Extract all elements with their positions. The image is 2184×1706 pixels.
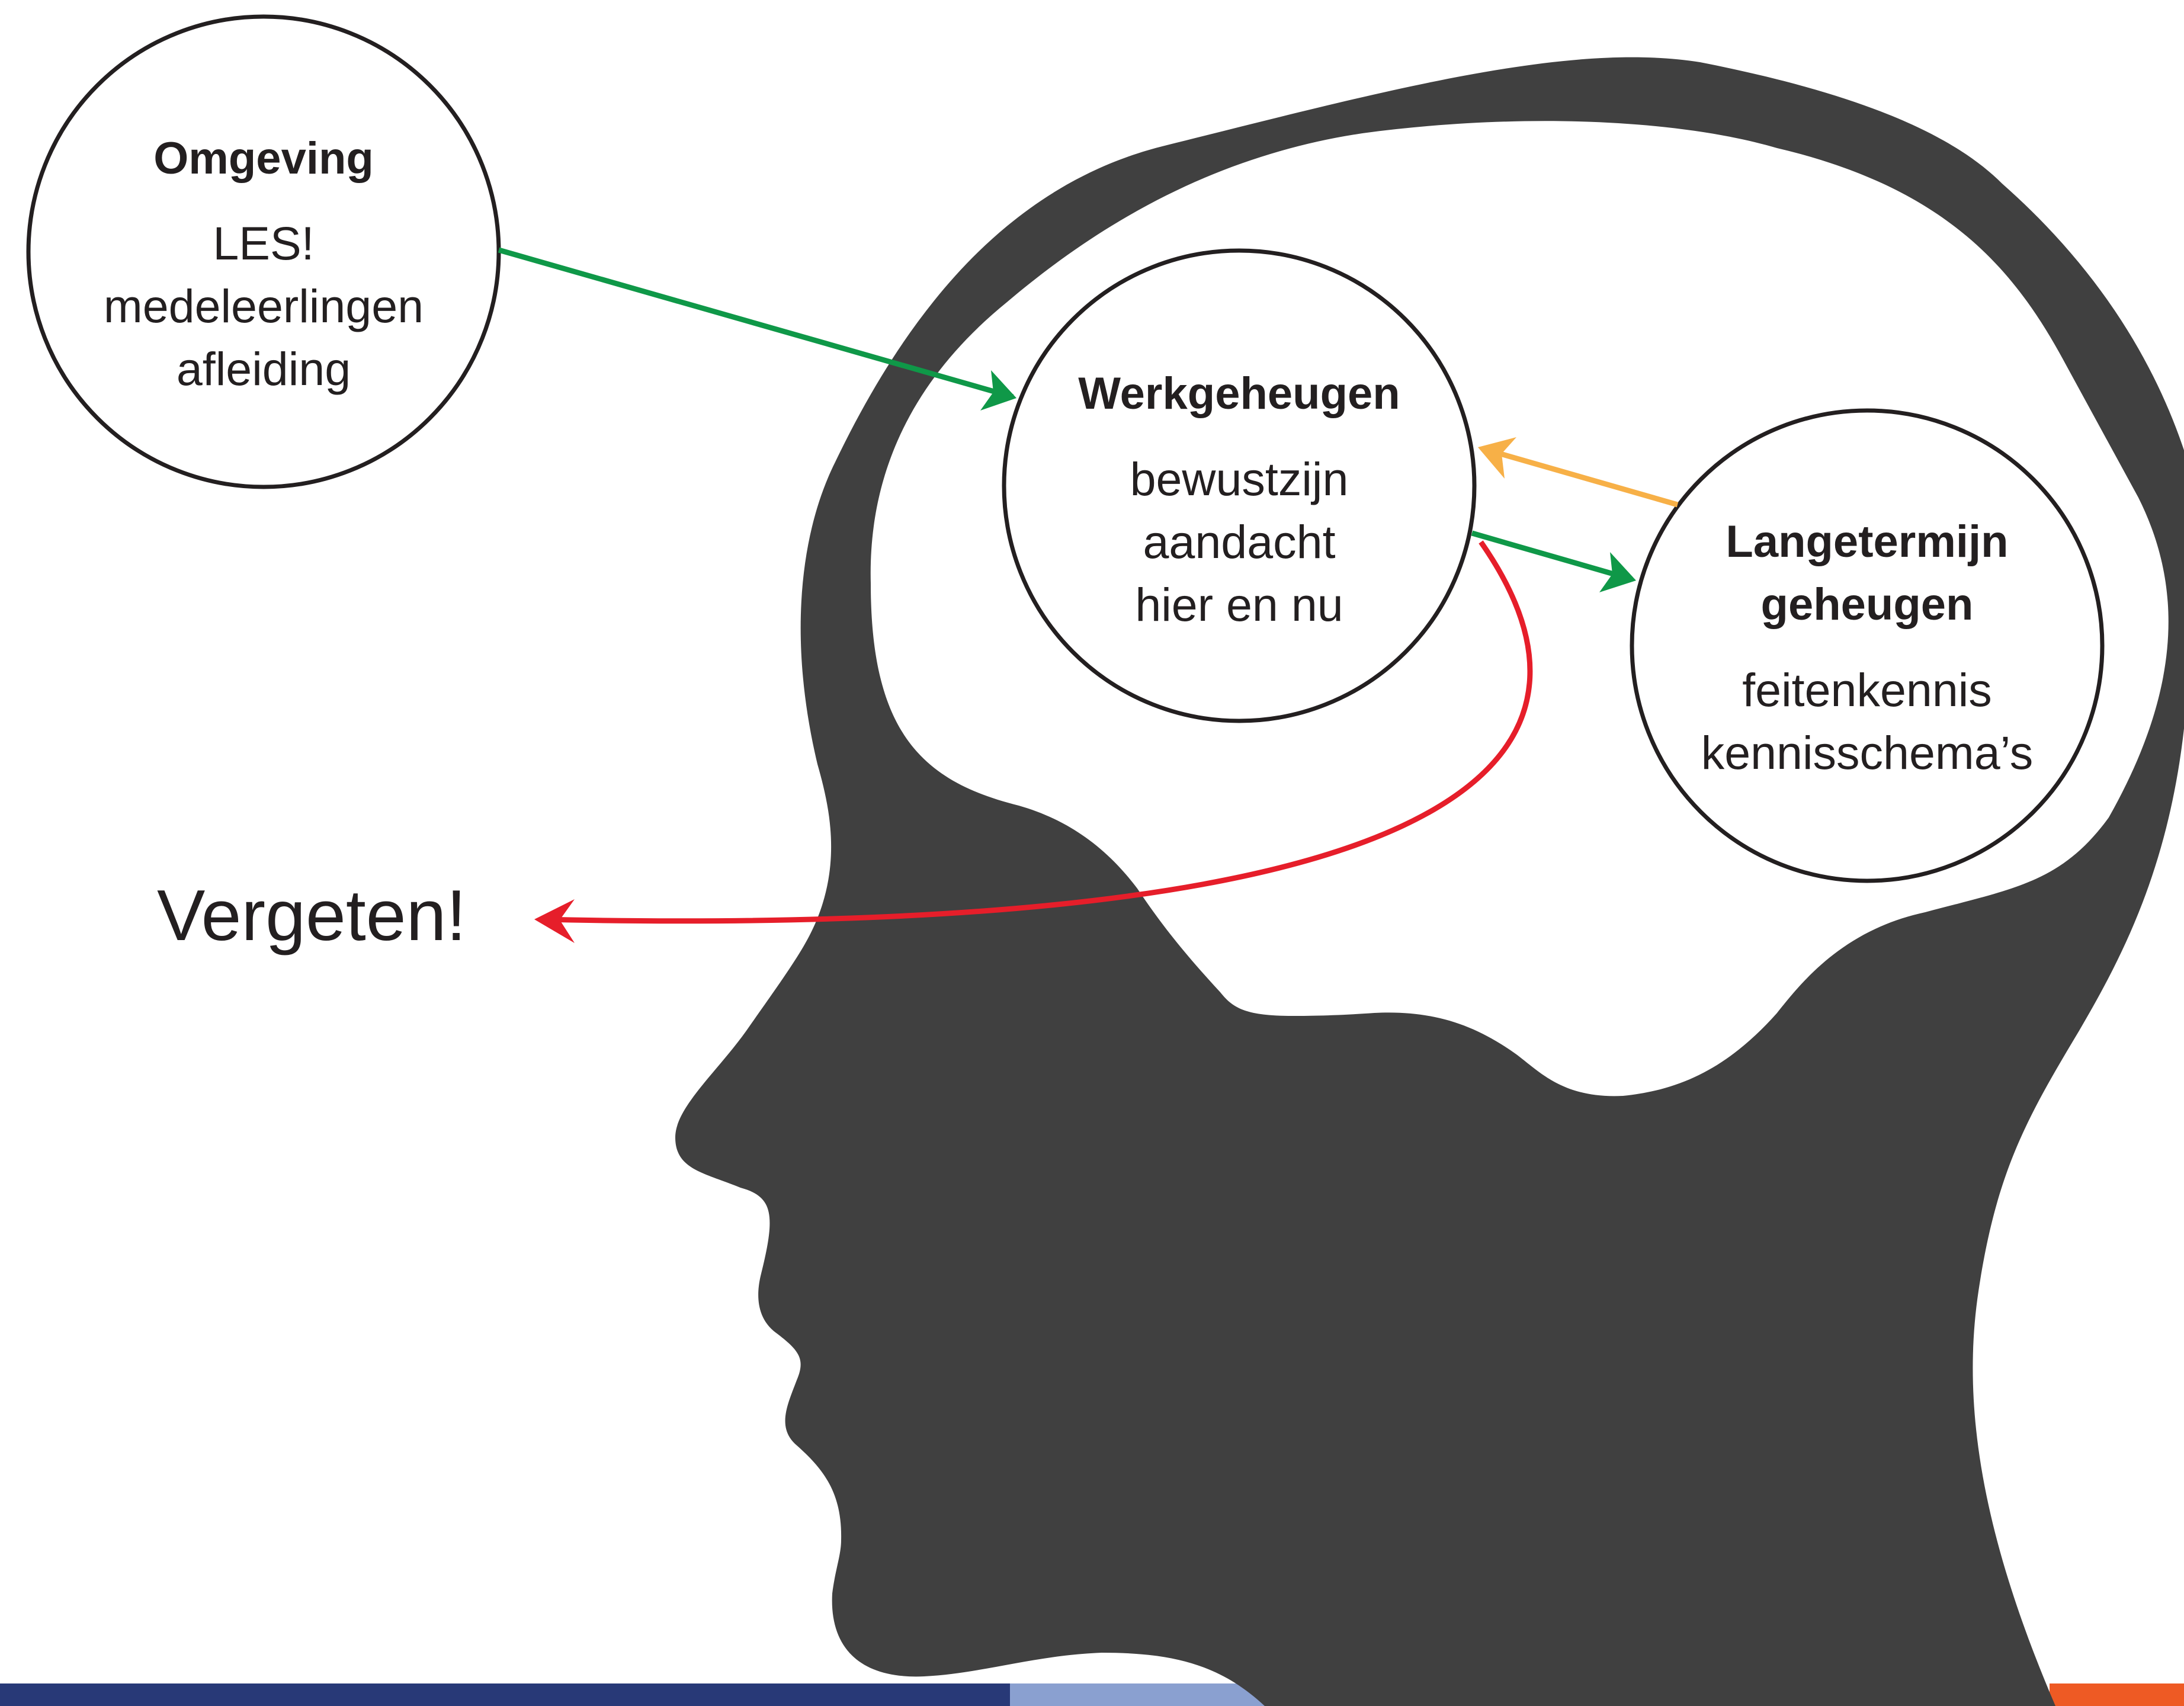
head-silhouette — [675, 57, 2184, 1706]
arrow-working-to-long-term-head — [1599, 552, 1636, 592]
arrow-environment-to-working-memory-head — [980, 370, 1016, 411]
arrow-long-term-to-working-head — [1478, 437, 1516, 479]
working-memory-line-2: aandacht — [1143, 515, 1336, 568]
arrow-long-term-to-working — [1483, 446, 1679, 508]
environment-title: Omgeving — [153, 133, 374, 184]
arrow-environment-to-working-memory — [498, 247, 1014, 400]
long-term-memory-line-1: feitenkennis — [1742, 663, 1992, 716]
environment-line-1: LES! — [213, 217, 315, 270]
working-memory-line-1: bewustzijn — [1130, 453, 1349, 505]
footer-bar-right — [2050, 1683, 2184, 1706]
environment-line-2: medeleerlingen — [103, 280, 424, 332]
long-term-memory-line-2: kennisschema’s — [1701, 726, 2034, 779]
arrow-working-to-long-term — [1471, 530, 1633, 582]
long-term-memory-title-line-2: geheugen — [1760, 579, 1974, 630]
footer-bar-left — [0, 1683, 1010, 1706]
arrow-working-to-forget-head — [534, 899, 575, 943]
working-memory-circle — [1002, 248, 1477, 723]
long-term-memory-title-line-1: Langetermijn — [1726, 517, 2009, 567]
environment-line-3: afleiding — [176, 342, 351, 395]
arrow-working-to-forget — [541, 540, 1533, 924]
forget-label: Vergeten! — [157, 875, 467, 955]
working-memory-line-3: hier en nu — [1135, 578, 1343, 631]
footer-bar-mid — [1010, 1683, 1277, 1706]
long-term-memory-circle — [1630, 408, 2105, 883]
working-memory-title: Werkgeheugen — [1078, 368, 1400, 419]
